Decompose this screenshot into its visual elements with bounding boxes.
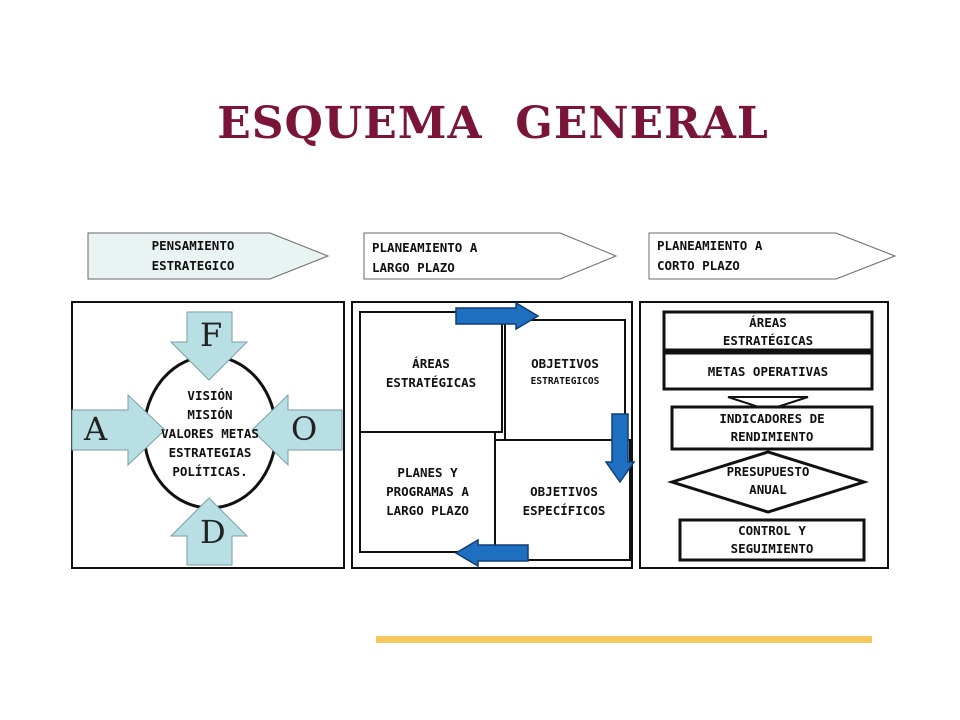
label-indicadores: INDICADORES DE RENDIMIENTO (719, 411, 825, 444)
foda-line-estrategias: ESTRATEGIAS (168, 445, 252, 460)
stage-arrow-pensamiento (87, 232, 330, 280)
label-objetivos-especificos: OBJETIVOS ESPECÍFICOS (522, 484, 606, 518)
box-planes-largo (359, 431, 496, 553)
foda-line-valores: VALORES METAS (161, 426, 259, 441)
foda-letter-f: F (200, 316, 223, 354)
label-objetivos-estrategicos-sub: ESTRATEGICOS (530, 376, 600, 387)
foda-letter-o: O (291, 410, 318, 448)
foda-letter-a: A (84, 410, 108, 448)
box-objetivos-especificos (494, 439, 631, 561)
stage-arrow-corto-plazo (648, 232, 897, 280)
connector-funnel (727, 396, 809, 412)
box-areas-corto (662, 310, 874, 352)
foda-line-politicas: POLÍTICAS. (172, 464, 248, 479)
page-title: ESQUEMA GENERAL (217, 98, 769, 149)
label-control: CONTROL Y SEGUIMIENTO (730, 523, 814, 556)
foda-line-mision: MISIÓN (187, 407, 233, 422)
panel-corto-plazo (639, 301, 889, 569)
box-areas-largo (359, 311, 503, 433)
flow-arrow-left (454, 538, 529, 568)
arrow-down-f (169, 311, 249, 381)
arrow-left-o (251, 393, 343, 467)
label-planes-largo: PLANES Y PROGRAMAS A LARGO PLAZO (386, 465, 469, 518)
diamond-presupuesto (666, 450, 870, 514)
box-indicadores (670, 405, 874, 451)
label-objetivos-estrategicos: OBJETIVOS (531, 356, 599, 371)
box-metas (662, 351, 874, 391)
foda-center-text: VISIÓN MISIÓN VALORES METAS ESTRATEGIAS … (140, 386, 280, 481)
stage-label-corto-plazo: PLANEAMIENTO A CORTO PLAZO (657, 238, 763, 273)
foda-line-vision: VISIÓN (187, 388, 233, 403)
arrow-right-a (71, 393, 166, 467)
stage-label-pensamiento: PENSAMIENTO ESTRATEGICO (151, 238, 235, 273)
foda-letter-d: D (200, 513, 226, 551)
stage-label-largo-plazo: PLANEAMIENTO A LARGO PLAZO (372, 240, 478, 275)
label-areas-largo: ÁREAS ESTRATÉGICAS (385, 356, 477, 390)
box-control (678, 518, 866, 562)
flow-arrow-right (455, 301, 540, 331)
flow-arrow-down (604, 413, 636, 484)
bottom-accent-bar (376, 636, 872, 643)
panel-largo-plazo (351, 301, 633, 569)
label-metas: METAS OPERATIVAS (707, 364, 829, 379)
label-areas-corto: ÁREAS ESTRATÉGICAS (722, 315, 814, 348)
stage-arrow-largo-plazo (363, 232, 618, 280)
arrow-up-d (169, 497, 249, 566)
label-presupuesto: PRESUPUESTO ANUAL (726, 464, 810, 497)
